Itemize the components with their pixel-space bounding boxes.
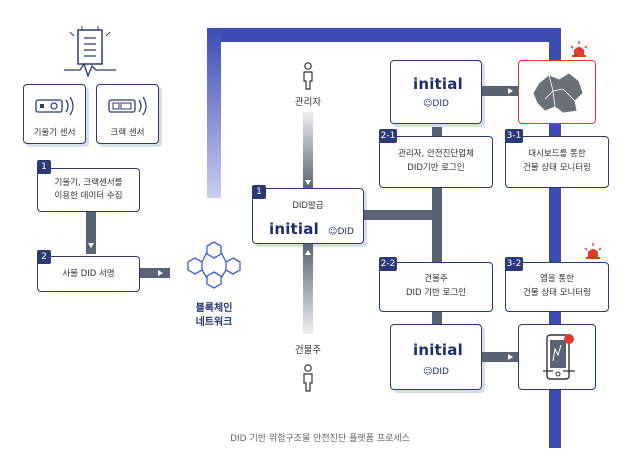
step1-badge: 1 (37, 160, 51, 174)
did-issue-title: DID발급 (292, 201, 324, 211)
step1-line2: 이용한 데이터 수집 (54, 191, 123, 201)
step21-badge: 2-1 (379, 129, 397, 143)
crack-sensor-icon (108, 96, 147, 116)
step32-box: 앱을 통한 건물 상태 모니터링 (505, 262, 609, 312)
map-icon (532, 72, 584, 114)
connector-admin (303, 112, 313, 188)
admin-label: 관리자 (294, 97, 322, 108)
arrow-down-admin-icon (305, 180, 311, 185)
initial-box-bottom: initial ☺DID (390, 324, 482, 390)
tilt-sensor-icon (35, 96, 74, 116)
initial-logo-text: initial (269, 220, 319, 238)
connector-2-blockchain (140, 268, 170, 278)
connector-1-2 (86, 212, 96, 254)
step1-box: 기울기, 크랙센서를 이용한 데이터 수집 (37, 168, 140, 212)
blockchain-label-line1: 블록체인 (195, 303, 233, 314)
connector-bottom-phone (482, 352, 518, 362)
step31-box: 대시보드를 통한 건물 상태 모니터링 (505, 136, 609, 188)
did-issue-logo: initial ☺DID (269, 219, 354, 238)
did-logo-text: ☺DID (328, 227, 354, 237)
map-box (518, 60, 596, 124)
did-top-logo: ☺DID (423, 99, 449, 109)
blockchain-network-icon (187, 241, 241, 289)
did-issue-box: DID발급 initial ☺DID (252, 188, 364, 244)
step31-badge: 3-1 (505, 129, 523, 143)
did-issue-badge: 1 (252, 185, 266, 199)
step32-badge: 3-2 (505, 257, 523, 271)
initial-top-logo: initial (413, 75, 463, 93)
alert-light-icon-bottom (584, 243, 602, 259)
arrow-right-map-icon (508, 88, 513, 94)
diagram-caption: DID 기반 위험구조물 안전진단 플랫폼 프로세스 (230, 434, 410, 444)
step2-badge: 2 (37, 250, 51, 264)
step1-line1: 기울기, 크랙센서를 (54, 178, 123, 188)
step32-line2: 건물 상태 모니터링 (523, 288, 591, 298)
owner-label: 건물주 (294, 345, 322, 356)
connector-top-map (482, 86, 518, 96)
connector-owner (303, 244, 313, 334)
crack-sensor-box: 크랙 센서 (96, 84, 159, 144)
initial-box-top: initial ☺DID (390, 60, 482, 124)
initial-bottom-logo: initial (413, 341, 463, 359)
building-sensor-icon (64, 26, 116, 78)
step21-line1: 관리자, 안전진단업체 (398, 149, 474, 159)
did-top-label: DID (432, 99, 449, 109)
admin-person-icon (303, 62, 313, 90)
step22-line2: DID 기반 로그인 (405, 288, 467, 298)
tilt-sensor-label: 기울기 센서 (33, 128, 76, 138)
arrow-right-phone-icon (508, 354, 513, 360)
step31-line1: 대시보드를 통한 (528, 149, 586, 159)
did-logo-label: DID (337, 227, 354, 237)
step2-text: 사물 DID 서명 (62, 269, 115, 279)
step21-line2: DID기반 로그인 (407, 163, 465, 173)
phone-box (518, 324, 596, 390)
step2-box: 사물 DID 서명 (37, 256, 140, 292)
did-bottom-label: DID (432, 367, 449, 377)
alert-light-icon-top (570, 41, 588, 57)
step21-box: 관리자, 안전진단업체 DID기반 로그인 (379, 136, 493, 188)
did-bottom-logo: ☺DID (423, 367, 449, 377)
step22-box: 건물주 DID 기반 로그인 (379, 262, 493, 312)
tilt-sensor-box: 기울기 센서 (23, 84, 86, 144)
trunk-vertical (432, 124, 442, 334)
step32-line1: 앱을 통한 (540, 274, 574, 284)
crack-sensor-label: 크랙 센서 (110, 128, 145, 138)
flow-bar-top (207, 28, 561, 42)
blockchain-label-line2: 네트워크 (195, 317, 233, 328)
step22-badge: 2-2 (379, 257, 397, 271)
owner-person-icon (303, 364, 313, 392)
flow-bar-left (207, 28, 221, 198)
phone-alert-icon (543, 334, 575, 380)
arrow-up-owner-icon (305, 250, 311, 255)
connector-did-trunk (364, 210, 432, 220)
step22-line1: 건물주 (424, 274, 448, 284)
arrow-right-icon (158, 270, 163, 276)
arrow-down-icon (88, 243, 94, 248)
step31-line2: 건물 상태 모니터링 (523, 163, 591, 173)
